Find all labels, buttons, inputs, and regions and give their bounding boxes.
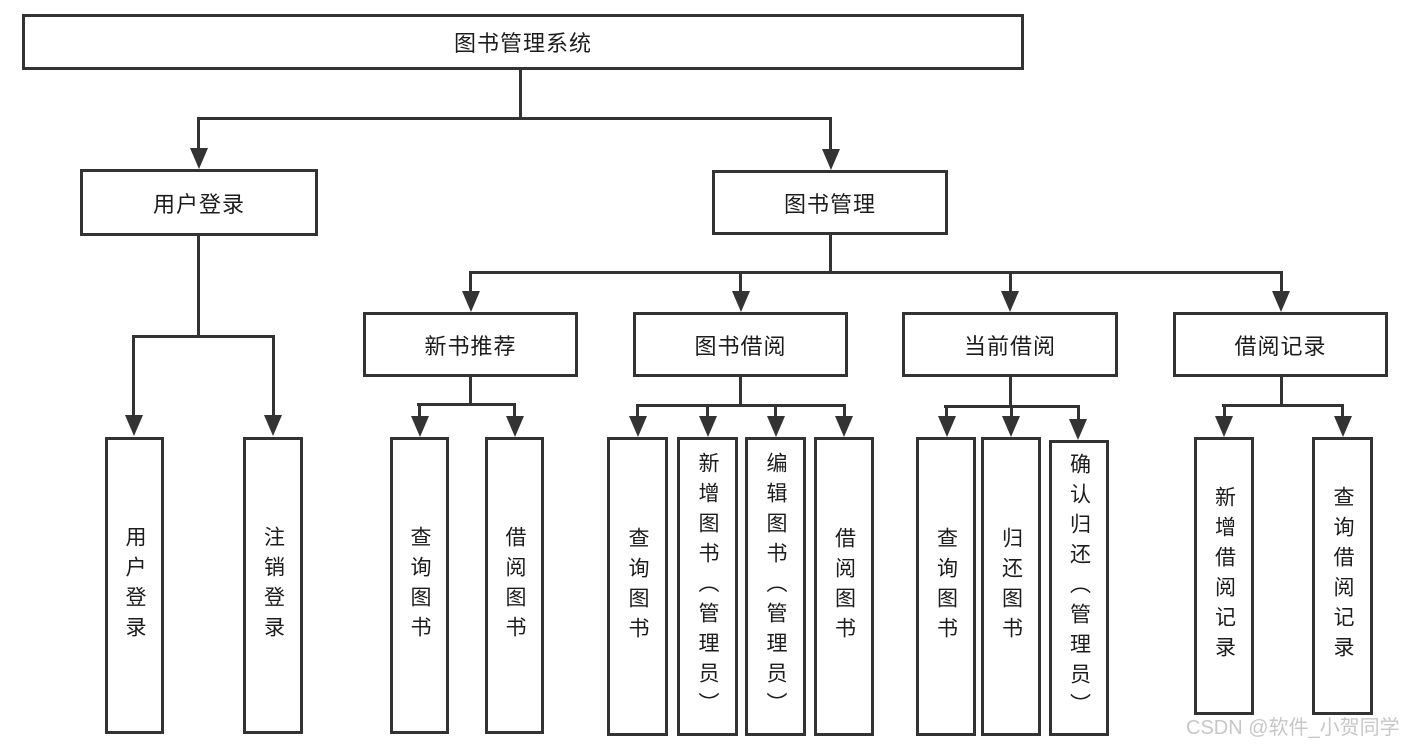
connector-line <box>739 376 742 407</box>
leaf-borrow-books: 借阅图书 <box>814 437 874 736</box>
leaf-label: 用户登录 <box>123 525 146 646</box>
connector-line <box>418 405 421 417</box>
connector-line <box>272 337 275 415</box>
leaf-label: 查询图书 <box>408 525 431 646</box>
leaf-label: 查询借阅记录 <box>1331 486 1354 666</box>
arrow-down-icon <box>1069 419 1087 440</box>
leaf-label: 注销登录 <box>261 525 285 646</box>
leaf-label: 查询图书 <box>626 526 649 647</box>
connector-line <box>1077 407 1080 420</box>
connector-line <box>636 404 846 407</box>
leaf-label: 借阅图书 <box>503 525 526 646</box>
arrow-down-icon <box>1002 416 1020 437</box>
connector-line <box>636 406 639 417</box>
leaf-edit-books-admin: 编辑图书（管理员） <box>745 437 806 736</box>
arrow-down-icon <box>699 416 717 437</box>
node-book-management: 图书管理 <box>712 170 948 235</box>
connector-line <box>1341 406 1344 417</box>
connector-line <box>1009 273 1012 292</box>
connector-line <box>706 406 709 417</box>
connector-line <box>829 234 832 274</box>
leaf-recommend-borrow-books: 借阅图书 <box>485 437 544 734</box>
connector-line <box>417 403 516 406</box>
node-label: 图书管理 <box>783 191 876 217</box>
arrow-down-icon <box>767 416 785 437</box>
connector-line <box>829 119 832 149</box>
arrow-down-icon <box>938 416 956 437</box>
node-new-book-recommend: 新书推荐 <box>363 312 578 377</box>
node-label: 图书管理系统 <box>453 31 592 56</box>
node-book-management-system: 图书管理系统 <box>22 14 1024 70</box>
connector-line <box>513 405 516 417</box>
arrow-down-icon <box>264 415 282 436</box>
connector-line <box>197 119 200 149</box>
connector-line <box>197 235 200 338</box>
connector-line <box>1223 406 1226 417</box>
connector-line <box>944 405 1080 408</box>
arrow-down-icon <box>1001 291 1019 312</box>
connector-line <box>197 117 832 120</box>
arrow-down-icon <box>835 416 853 437</box>
node-label: 当前借阅 <box>963 333 1056 359</box>
connector-line <box>469 273 472 292</box>
node-label: 图书借阅 <box>694 333 787 359</box>
leaf-label: 编辑图书（管理员） <box>764 451 787 722</box>
arrow-down-icon <box>506 416 524 437</box>
node-current-borrow: 当前借阅 <box>902 312 1118 377</box>
leaf-label: 新增借阅记录 <box>1212 486 1236 666</box>
leaf-label: 确认归还（管理员） <box>1067 453 1091 723</box>
connector-line <box>469 376 472 406</box>
arrow-down-icon <box>1334 416 1352 437</box>
leaf-confirm-return-admin: 确认归还（管理员） <box>1049 440 1109 736</box>
leaf-label: 新增图书（管理员） <box>696 451 719 722</box>
connector-line <box>1280 273 1283 292</box>
node-user-login: 用户登录 <box>80 169 318 236</box>
arrow-down-icon <box>125 415 143 436</box>
leaf-label: 借阅图书 <box>832 526 856 647</box>
leaf-add-borrow-record: 新增借阅记录 <box>1194 437 1254 715</box>
connector-line <box>132 337 135 415</box>
connector-line <box>1010 407 1013 417</box>
arrow-down-icon <box>629 416 647 437</box>
connector-line <box>739 273 742 292</box>
arrow-down-icon <box>1272 291 1290 312</box>
arrow-down-icon <box>1215 416 1233 437</box>
csdn-watermark: CSDN @软件_小贺同学 <box>1186 717 1400 739</box>
node-borrow-records: 借阅记录 <box>1173 312 1388 377</box>
arrow-down-icon <box>822 149 840 170</box>
node-label: 用户登录 <box>152 191 245 217</box>
connector-line <box>843 406 846 417</box>
leaf-query-borrow-record: 查询借阅记录 <box>1312 437 1373 715</box>
leaf-current-query-books: 查询图书 <box>916 437 976 736</box>
arrow-down-icon <box>732 291 750 312</box>
leaf-label: 归还图书 <box>999 526 1023 647</box>
leaf-return-books: 归还图书 <box>981 437 1041 736</box>
connector-line <box>774 406 777 417</box>
node-label: 新书推荐 <box>424 333 517 359</box>
arrow-down-icon <box>411 416 429 437</box>
connector-line <box>1222 404 1344 407</box>
connector-line <box>132 335 275 338</box>
arrow-down-icon <box>462 291 480 312</box>
connector-line <box>945 407 948 417</box>
connector-line <box>1009 376 1012 408</box>
connector-line <box>469 271 1283 274</box>
arrow-down-icon <box>190 148 208 169</box>
connector-line <box>519 69 522 118</box>
leaf-recommend-query-books: 查询图书 <box>390 437 449 734</box>
node-label: 借阅记录 <box>1234 333 1327 359</box>
leaf-user-login: 用户登录 <box>105 437 164 734</box>
leaf-add-books-admin: 新增图书（管理员） <box>677 437 738 736</box>
leaf-logout: 注销登录 <box>243 437 303 734</box>
leaf-label: 查询图书 <box>934 526 958 647</box>
connector-line <box>1280 376 1283 407</box>
node-book-borrow: 图书借阅 <box>633 312 848 377</box>
leaf-borrow-query-books: 查询图书 <box>607 437 668 736</box>
